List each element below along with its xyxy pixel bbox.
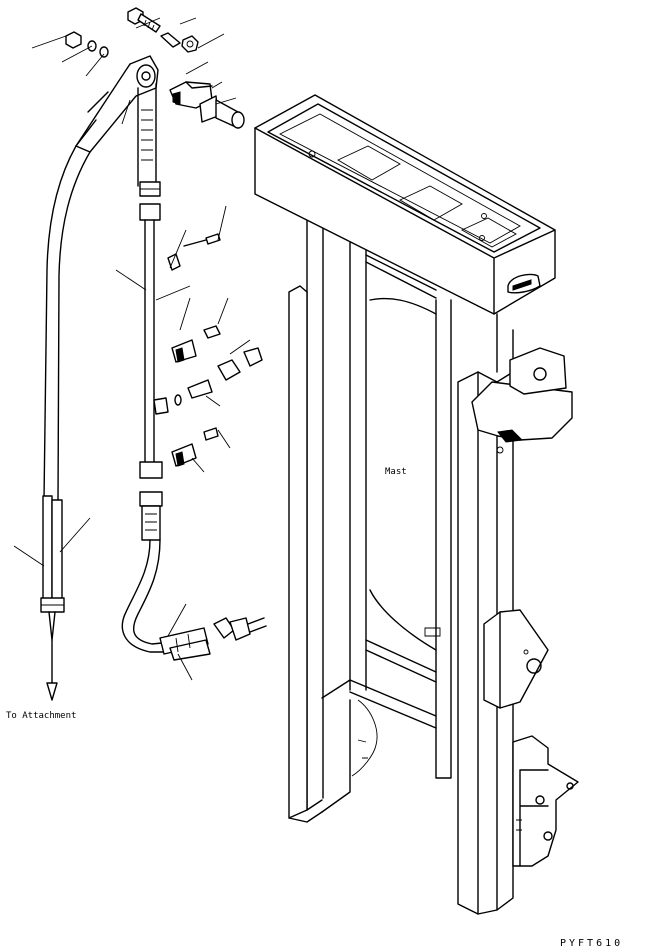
pulley-assembly — [75, 55, 159, 153]
hose-coupler-icon — [213, 617, 267, 641]
washer-icon — [87, 40, 109, 58]
mast-label: Mast — [385, 467, 407, 477]
vertical-pipe — [137, 83, 169, 541]
bottom-fitting — [512, 735, 579, 867]
top-crossbeam — [254, 94, 556, 315]
clip-lower-icon — [171, 427, 219, 467]
left-hose — [40, 145, 91, 701]
nut-icon — [181, 35, 199, 53]
cylinder-plug-icon — [199, 95, 245, 129]
clamp-block-icon — [169, 81, 213, 109]
lower-bracket — [483, 609, 549, 709]
callout-leaders — [13, 17, 251, 681]
top-hardware — [65, 7, 245, 129]
to-attachment-label: To Attachment — [6, 711, 76, 721]
nut-left-icon — [65, 31, 82, 49]
spacer-icon — [160, 32, 181, 48]
mast-assembly: Mast — [254, 94, 579, 915]
drawing-code: PYFT610 — [560, 938, 623, 949]
clip-upper-icon — [167, 233, 221, 271]
lower-hose — [121, 539, 267, 661]
fitting-elbow-icon — [174, 347, 263, 406]
clip-middle-icon — [171, 325, 221, 363]
upper-bracket — [471, 347, 573, 454]
